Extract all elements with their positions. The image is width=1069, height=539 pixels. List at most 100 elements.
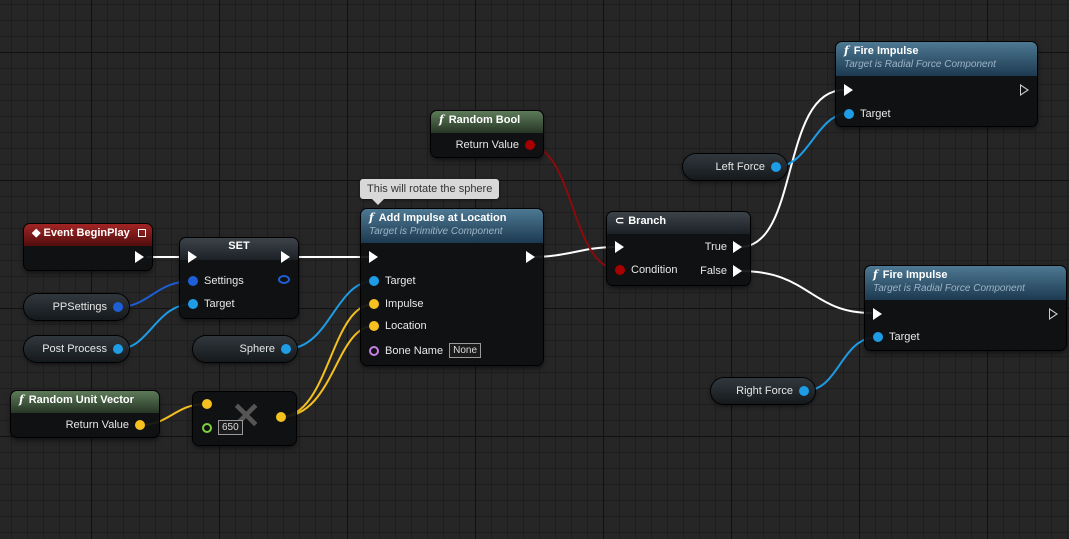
exec-out-pin[interactable] [281, 251, 290, 263]
var-post-process[interactable]: Post Process [24, 336, 129, 362]
pin-target[interactable]: Target [873, 331, 920, 343]
bool-pin-icon [525, 140, 535, 150]
multiplier-input[interactable]: 650 [218, 420, 243, 435]
exec-pin-icon [873, 308, 882, 320]
var-pp-settings[interactable]: PPSettings [24, 294, 129, 320]
pin-label: Target [204, 298, 235, 310]
pin-vector-out[interactable] [276, 412, 286, 422]
exec-in-pin[interactable] [188, 251, 197, 263]
pin-target[interactable]: Target [188, 298, 235, 310]
pin-condition[interactable]: Condition [615, 264, 677, 276]
pin-label: Bone Name [385, 344, 444, 357]
vector-pin-icon [202, 399, 212, 409]
exec-pin-icon [1049, 308, 1058, 320]
pin-return-value[interactable]: Return Value [66, 419, 145, 431]
pin-label: Condition [631, 264, 678, 276]
node-comment[interactable]: This will rotate the sphere [360, 179, 500, 205]
event-icon: ◆ [32, 227, 41, 239]
object-pin-icon [799, 386, 809, 396]
wire-exec-impulse-branch [529, 246, 618, 258]
node-add-impulse-at-location[interactable]: f Add Impulse at Location Target is Primi… [361, 209, 543, 365]
function-icon: f [873, 268, 878, 281]
object-pin-icon [844, 109, 854, 119]
node-title: Event BeginPlay [43, 227, 130, 239]
node-header: f Add Impulse at Location Target is Primi… [361, 209, 543, 243]
pin-settings[interactable]: Settings [188, 275, 244, 287]
exec-out-true[interactable]: True [705, 241, 742, 253]
pin-return-value[interactable]: Return Value [456, 139, 535, 151]
pin-float-in[interactable]: 650 [202, 420, 243, 435]
pin-impulse[interactable]: Impulse [369, 298, 424, 310]
node-subtitle: Target is Radial Force Component [844, 59, 996, 70]
exec-out-pin[interactable] [1020, 84, 1029, 96]
bool-pin-icon [615, 265, 625, 275]
exec-pin-icon [844, 84, 853, 96]
pin-label: Settings [204, 275, 244, 287]
pin-target[interactable]: Target [844, 108, 891, 120]
struct-pin-icon [113, 302, 123, 312]
object-pin-icon [281, 344, 291, 354]
vector-pin-icon [135, 420, 145, 430]
pin-label: Target [860, 108, 891, 120]
node-branch[interactable]: ⊂Branch True Condition False [607, 212, 750, 285]
exec-pin-icon [135, 251, 144, 263]
node-subtitle: Target is Primitive Component [369, 226, 503, 237]
pin-target[interactable]: Target [369, 275, 416, 287]
pin-settings-out[interactable] [278, 275, 290, 284]
delegate-pin-icon[interactable] [138, 229, 146, 237]
node-title: SET [228, 240, 250, 252]
struct-pin-icon [278, 275, 290, 284]
node-header: ⊂Branch [607, 212, 750, 234]
node-set[interactable]: SET Settings Target [180, 238, 298, 318]
function-icon: f [369, 211, 374, 224]
var-sphere[interactable]: Sphere [193, 336, 297, 362]
pin-label: Return Value [65, 419, 129, 431]
pin-label: Location [385, 320, 427, 332]
pin-label: Target [889, 331, 920, 343]
exec-out-pin[interactable] [135, 251, 144, 263]
node-header: SET [180, 238, 298, 260]
node-title: Add Impulse at Location [378, 212, 507, 224]
pin-label: Return Value [455, 139, 519, 151]
exec-in-pin[interactable] [615, 241, 624, 253]
pin-vector-in[interactable] [202, 399, 212, 409]
exec-pin-icon [188, 251, 197, 263]
exec-in-pin[interactable] [844, 84, 853, 96]
vector-pin-icon [276, 412, 286, 422]
object-pin-icon [771, 162, 781, 172]
pin-label: Impulse [385, 298, 424, 310]
struct-pin-icon [188, 276, 198, 286]
bone-name-input[interactable]: None [449, 343, 481, 358]
node-title: Random Bool [448, 114, 521, 126]
pin-label: False [700, 265, 727, 277]
exec-out-pin[interactable] [526, 251, 535, 263]
exec-out-pin[interactable] [1049, 308, 1058, 320]
comment-text: This will rotate the sphere [367, 183, 493, 195]
name-pin-icon [369, 345, 379, 356]
wire-exec-false-fire-bottom [739, 270, 873, 314]
pin-location[interactable]: Location [369, 320, 427, 332]
exec-pin-icon [733, 265, 742, 277]
wire-multiply-impulse [279, 303, 375, 418]
pin-bone-name[interactable]: Bone Name None [369, 343, 481, 358]
vector-pin-icon [369, 299, 379, 309]
node-multiply[interactable]: ✕ 650 [193, 392, 296, 445]
exec-in-pin[interactable] [873, 308, 882, 320]
exec-in-pin[interactable] [369, 251, 378, 263]
var-label: Left Force [715, 161, 765, 173]
node-header: ◆ Event BeginPlay [24, 224, 152, 246]
var-right-force[interactable]: Right Force [711, 378, 815, 404]
function-icon: f [439, 113, 444, 126]
pin-label: Target [385, 275, 416, 287]
exec-pin-icon [369, 251, 378, 263]
exec-out-false[interactable]: False [700, 265, 742, 277]
function-icon: f [19, 393, 24, 406]
var-left-force[interactable]: Left Force [683, 154, 787, 180]
node-title: Fire Impulse [853, 45, 919, 57]
node-random-bool[interactable]: f Random Bool Return Value [431, 111, 543, 157]
node-event-begin-play[interactable]: ◆ Event BeginPlay [24, 224, 152, 270]
